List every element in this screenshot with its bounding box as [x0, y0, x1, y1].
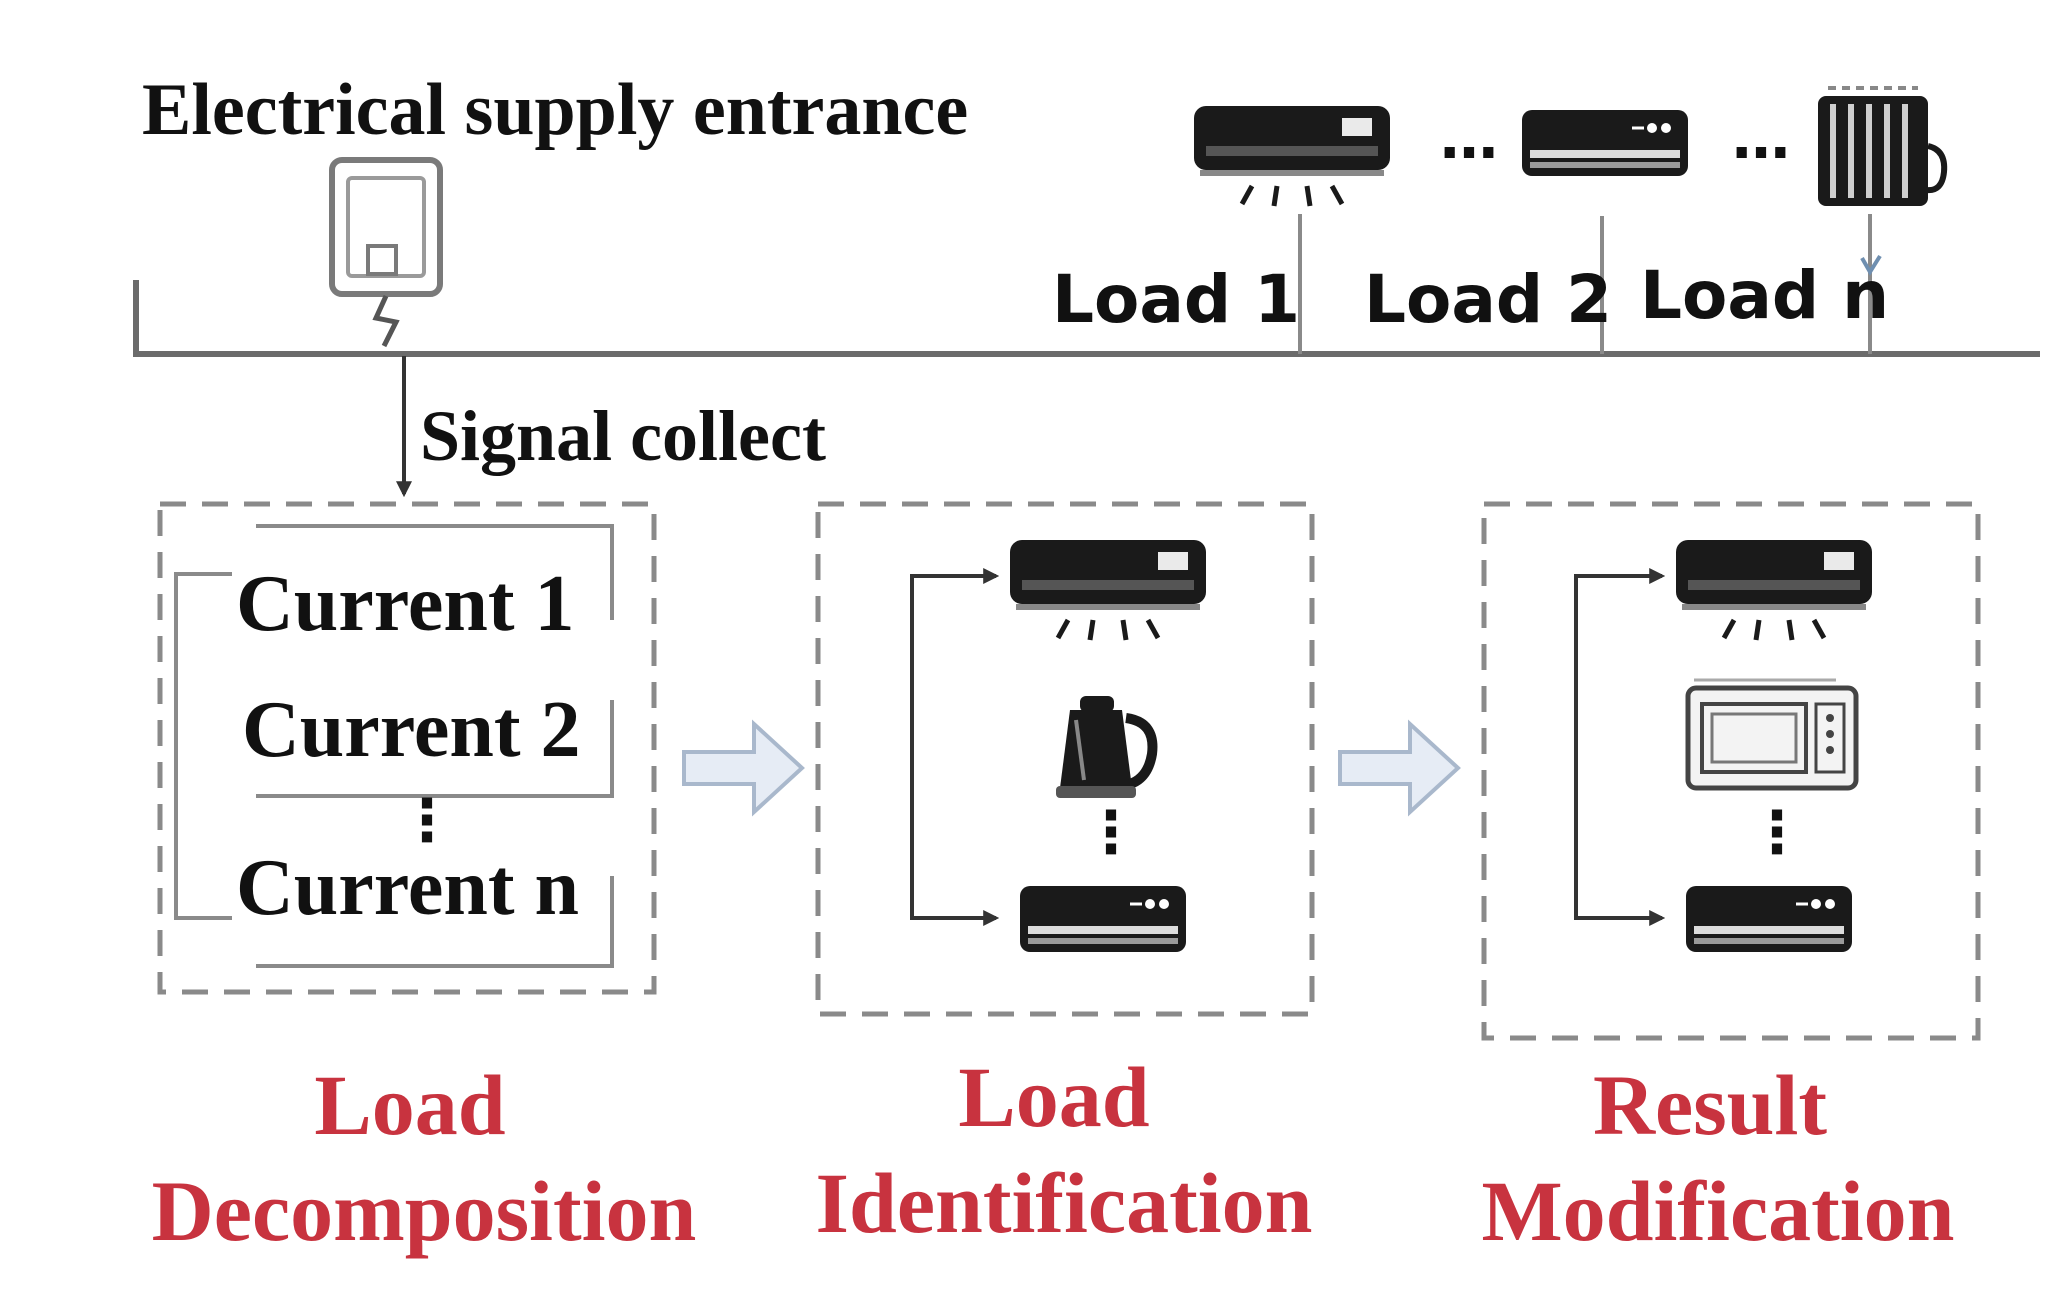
wall-unit-icon	[1520, 108, 1690, 178]
decomposition-box	[157, 501, 657, 995]
current-1-label: Current 1	[236, 560, 574, 648]
modification-bracket	[1574, 574, 1660, 920]
stage-2-label-line2: Identification	[816, 1155, 1313, 1251]
stage-1-label-line1: Load	[314, 1057, 505, 1153]
ellipsis-1: …	[1440, 104, 1498, 172]
current-bracket	[174, 524, 614, 968]
supply-bus-line	[133, 280, 2040, 357]
wall-unit-icon	[1684, 884, 1854, 954]
supply-entrance-label: Electrical supply entrance	[142, 69, 968, 151]
identification-bracket	[910, 574, 994, 920]
stage-2-label-line1: Load	[958, 1049, 1149, 1145]
signal-collect-label: Signal collect	[420, 396, 826, 476]
modification-box	[1481, 501, 1981, 1041]
kettle-icon	[1056, 696, 1152, 798]
heater-icon	[1818, 88, 1944, 206]
load-n-label: Load n	[1640, 257, 1889, 334]
load-2-label: Load 2	[1364, 261, 1612, 338]
stage-3-label-line2: Modification	[1482, 1163, 1955, 1259]
stage-1-label-line2: Decomposition	[152, 1163, 697, 1259]
stage-arrow-2	[1338, 722, 1460, 814]
meter-icon	[329, 157, 443, 348]
ellipsis-2: …	[1732, 104, 1790, 172]
load-n-switch-icon	[1860, 254, 1882, 276]
wall-unit-icon	[1018, 884, 1188, 954]
modification-vertical-dots: ⋮	[1748, 798, 1806, 866]
load-1-label: Load 1	[1052, 261, 1300, 338]
identification-vertical-dots: ⋮	[1082, 798, 1140, 866]
current-n-label: Current n	[236, 844, 579, 932]
air-conditioner-icon	[1676, 540, 1872, 640]
stage-arrow-1	[682, 722, 804, 814]
stage-3-label-line1: Result	[1593, 1057, 1827, 1153]
air-conditioner-icon	[1194, 106, 1390, 206]
current-2-label: Current 2	[242, 686, 580, 774]
air-conditioner-icon	[1010, 540, 1206, 640]
microwave-icon	[1688, 680, 1856, 788]
current-vertical-dots: ⋮	[398, 786, 456, 854]
